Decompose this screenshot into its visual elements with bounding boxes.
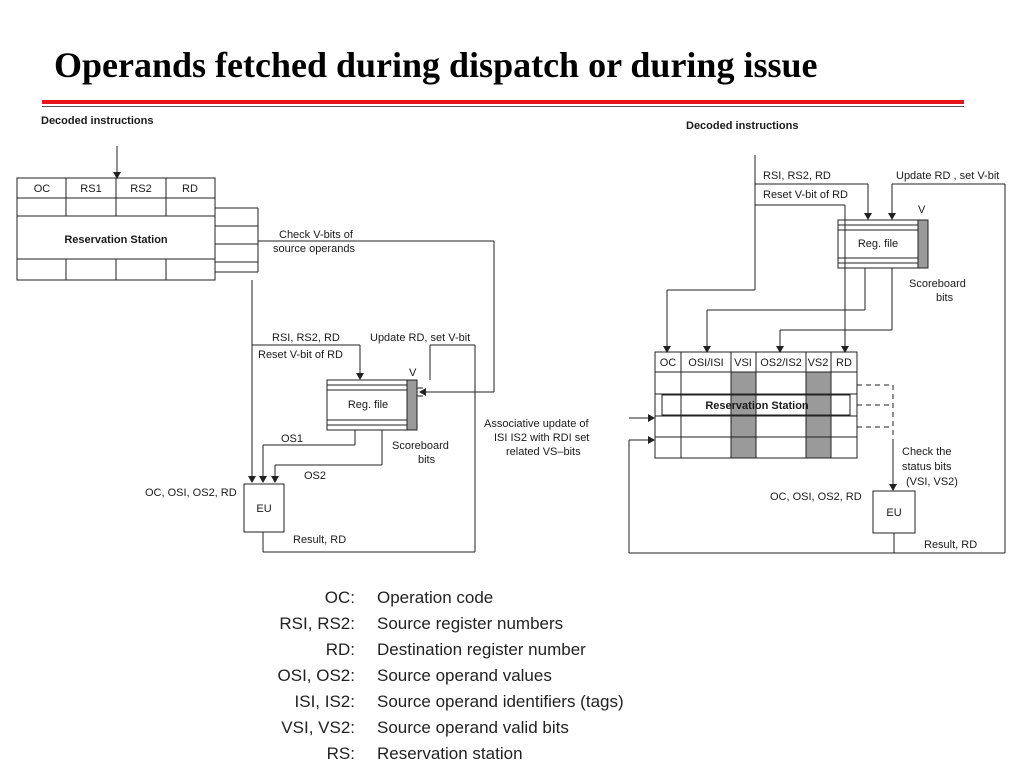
right-regs-label: RSI, RS2, RD — [763, 170, 831, 182]
left-eu-box — [243, 483, 285, 533]
left-update-label: Update RD, set V-bit — [370, 332, 470, 344]
left-rs-col-rs1: RS1 — [80, 183, 101, 195]
left-regfile-label: Reg. file — [348, 399, 388, 411]
right-eu-inputs-label: OC, OSI, OS2, RD — [770, 491, 862, 503]
legend-definition: Source operand values — [377, 666, 552, 685]
legend-term: OSI, OS2: — [277, 666, 355, 685]
left-rs-label: Reservation Station — [64, 234, 168, 246]
left-reset-label: Reset V-bit of RD — [258, 349, 343, 361]
associative-update-note: Associative update of ISI IS2 with RDI s… — [484, 418, 590, 458]
left-register-file: V Reg. file — [326, 367, 423, 431]
left-regs-label: RSI, RS2, RD — [272, 332, 340, 344]
legend-term: RD: — [325, 640, 355, 659]
title-underline-black — [42, 106, 964, 107]
right-register-file: V Reg. file — [837, 204, 929, 269]
left-eu-label: EU — [256, 503, 271, 515]
slide-title: Operands fetched during dispatch or duri… — [54, 45, 818, 85]
left-diagram: Decoded instructions OC RS1 RS2 RD Reser… — [16, 115, 495, 553]
legend-row: VSI, VS2: Source operand valid bits — [255, 718, 715, 744]
legend-row: RS: Reservation station — [255, 744, 715, 770]
left-rs-col-rs2: RS2 — [130, 183, 151, 195]
left-scoreboard-label-1: Scoreboard — [392, 440, 449, 452]
left-v-label: V — [409, 367, 417, 379]
left-os2-label: OS2 — [304, 470, 326, 482]
right-eu-label: EU — [886, 507, 901, 519]
left-decoded-instructions-label: Decoded instructions — [41, 115, 153, 127]
right-check-label-2: status bits — [902, 461, 952, 473]
left-rs-col-oc: OC — [34, 183, 51, 195]
right-regfile-label: Reg. file — [858, 238, 898, 250]
dispatch-issue-diagram: Decoded instructions OC RS1 RS2 RD Reser… — [16, 115, 1006, 554]
left-eu-inputs-label: OC, OSI, OS2, RD — [145, 487, 237, 499]
right-rs-col-os1: OSI/ISI — [688, 357, 723, 369]
assoc-label-1: Associative update of — [484, 418, 590, 430]
right-rs-col-vs1: VSI — [734, 357, 752, 369]
left-rs-col-rd: RD — [182, 183, 198, 195]
legend-row: RD: Destination register number — [255, 640, 715, 666]
legend-term: OC: — [324, 588, 355, 607]
right-result-label: Result, RD — [924, 539, 977, 551]
left-decode-arrowhead — [113, 172, 121, 179]
left-result-label: Result, RD — [293, 534, 346, 546]
legend-term: RSI, RS2: — [279, 614, 355, 633]
right-reset-label: Reset V-bit of RD — [763, 189, 848, 201]
right-rs-col-rd: RD — [836, 357, 852, 369]
assoc-label-3: related VS–bits — [506, 446, 581, 458]
right-check-label-3: (VSI, VS2) — [906, 476, 958, 488]
right-scoreboard-label-1: Scoreboard — [909, 278, 966, 290]
legend-row: OC: Operation code — [255, 588, 715, 614]
assoc-label-2: ISI IS2 with RDI set — [494, 432, 589, 444]
left-check-label-1: Check V-bits of — [279, 229, 354, 241]
right-rs-col-os2: OS2/IS2 — [760, 357, 802, 369]
right-rs-label: Reservation Station — [705, 400, 809, 412]
legend-row: OSI, OS2: Source operand values — [255, 666, 715, 692]
right-decoded-instructions-label: Decoded instructions — [686, 120, 798, 132]
right-rs-col-vs2: VS2 — [808, 357, 829, 369]
right-reservation-station: OC OSI/ISI VSI OS2/IS2 VS2 RD Reservatio… — [654, 351, 858, 459]
title-underline-red — [42, 100, 964, 104]
left-reservation-station: OC RS1 RS2 RD Reservation Station — [16, 177, 216, 281]
legend-definition: Source register numbers — [377, 614, 564, 633]
right-update-label: Update RD , set V-bit — [896, 170, 999, 182]
right-diagram: Decoded instructions RSI, RS2, RD Reset … — [628, 120, 1006, 554]
right-v-label: V — [918, 204, 926, 216]
legend-definition: Source operand identifiers (tags) — [377, 692, 624, 711]
legend-row: ISI, IS2: Source operand identifiers (ta… — [255, 692, 715, 718]
legend-definition: Operation code — [377, 588, 494, 607]
legend-term: VSI, VS2: — [281, 718, 355, 737]
legend-definition: Destination register number — [377, 640, 586, 659]
right-check-label-1: Check the — [902, 446, 952, 458]
left-scoreboard-label-2: bits — [418, 454, 436, 466]
legend-term: ISI, IS2: — [294, 692, 355, 711]
left-check-label-2: source operands — [273, 243, 355, 255]
legend-definition: Reservation station — [377, 744, 523, 763]
legend-term: RS: — [326, 744, 355, 763]
legend-row: RSI, RS2: Source register numbers — [255, 614, 715, 640]
right-rs-col-oc: OC — [660, 357, 677, 369]
left-os1-label: OS1 — [281, 433, 303, 445]
legend-definition: Source operand valid bits — [377, 718, 569, 737]
right-scoreboard-label-2: bits — [936, 292, 954, 304]
